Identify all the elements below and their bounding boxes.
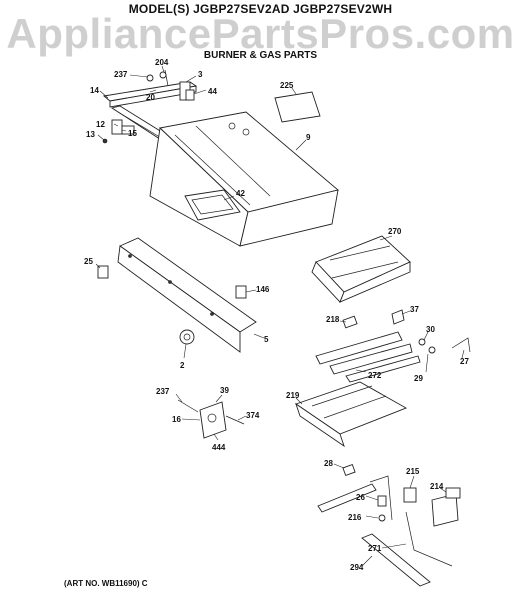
callout-374: 374 [246, 411, 260, 420]
callout-39: 39 [220, 386, 229, 395]
callout-30: 30 [426, 325, 435, 334]
tube-27[interactable] [451, 337, 471, 353]
callout-237-top: 237 [114, 70, 128, 79]
section-title: BURNER & GAS PARTS [203, 50, 318, 61]
callout-3: 3 [198, 70, 203, 79]
manifold-valve-assembly[interactable] [146, 69, 195, 101]
callout-25: 25 [84, 257, 93, 266]
clip-25[interactable] [97, 265, 109, 279]
callout-214: 214 [430, 482, 444, 491]
burner-box-bracket[interactable] [184, 189, 241, 221]
callout-42: 42 [236, 189, 245, 198]
callout-20: 20 [146, 93, 155, 102]
callout-2: 2 [180, 361, 185, 370]
callout-216: 216 [348, 513, 362, 522]
drip-pan-225[interactable] [274, 91, 321, 123]
callout-12: 12 [96, 120, 105, 129]
art-number: (ART NO. WB11690) C [64, 579, 148, 588]
igniter-218[interactable] [342, 315, 358, 329]
igniter-28[interactable] [342, 463, 356, 477]
callout-16: 16 [172, 415, 181, 424]
callout-27: 27 [460, 357, 469, 366]
regulator-214[interactable] [431, 487, 461, 527]
callout-215: 215 [406, 467, 420, 476]
bracket-146[interactable] [235, 285, 247, 299]
broiler-burner-tube[interactable] [317, 475, 393, 521]
callout-219: 219 [286, 391, 300, 400]
callout-146: 146 [256, 285, 270, 294]
bracket-294[interactable] [361, 533, 431, 587]
callout-218: 218 [326, 315, 340, 324]
callout-272: 272 [368, 371, 382, 380]
nut-216[interactable] [378, 514, 386, 522]
callout-28: 28 [324, 459, 333, 468]
callout-13: 13 [86, 130, 95, 139]
callout-15: 15 [128, 129, 137, 138]
leader-lines [95, 65, 465, 567]
callout-44: 44 [208, 87, 217, 96]
fitting-26[interactable] [377, 495, 387, 507]
broiler-shield-219[interactable] [295, 381, 408, 448]
knob-bushing-2[interactable] [179, 329, 195, 345]
callout-37: 37 [410, 305, 419, 314]
model-title: MODEL(S) JGBP27SEV2AD JGBP27SEV2WH [128, 2, 393, 16]
orifice-30[interactable] [418, 338, 436, 354]
callout-26: 26 [356, 493, 365, 502]
callout-225: 225 [280, 81, 294, 90]
gas-line-271[interactable] [405, 511, 453, 567]
bracket-215[interactable] [403, 487, 417, 503]
gas-valve-444[interactable] [177, 399, 245, 439]
callout-29: 29 [414, 374, 423, 383]
oven-burner-tube[interactable] [315, 331, 421, 383]
callout-271: 271 [368, 544, 382, 553]
callout-444: 444 [212, 443, 226, 452]
oven-bottom-panel[interactable] [311, 235, 411, 303]
callout-9: 9 [306, 133, 311, 142]
callout-204: 204 [155, 58, 169, 67]
callout-5: 5 [264, 335, 269, 344]
callout-270: 270 [388, 227, 402, 236]
part-callouts: 237 204 3 44 14 20 12 13 15 225 9 42 270… [84, 58, 469, 572]
callout-294: 294 [350, 563, 364, 572]
bracket-37[interactable] [391, 309, 405, 325]
callout-14: 14 [90, 86, 99, 95]
callout-237-valve: 237 [156, 387, 170, 396]
burner-box[interactable] [149, 111, 339, 247]
watermark-text: AppliancePartsPros.com [6, 10, 515, 57]
manifold-panel[interactable] [117, 237, 257, 353]
